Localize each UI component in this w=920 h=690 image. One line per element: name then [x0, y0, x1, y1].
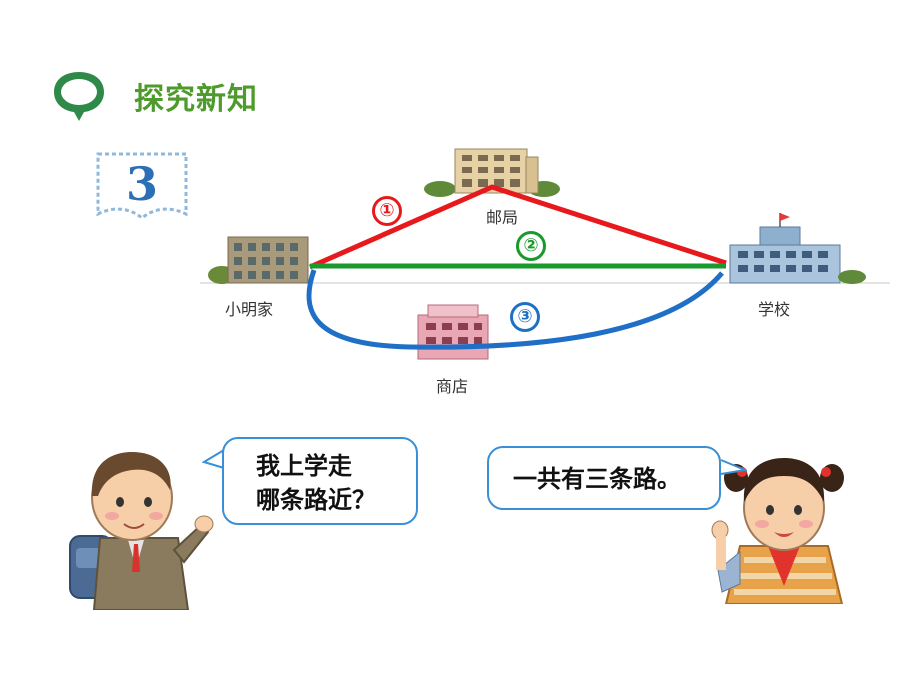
boy-character — [69, 452, 214, 610]
shop-label: 商店 — [436, 377, 469, 396]
boy-bubble-tail — [202, 449, 225, 469]
boy-speech-line-1: 我上学走 — [256, 452, 352, 480]
shop-building — [417, 304, 489, 360]
route-2-marker: ② — [516, 231, 546, 261]
route-map — [200, 148, 890, 360]
boy-speech-line-2: 哪条路近？ — [256, 486, 376, 514]
girl-bubble-tail — [720, 459, 747, 475]
school-label: 学校 — [758, 300, 791, 319]
girl-speech-bubble: 一共有三条路。 — [487, 446, 721, 510]
route-3-marker: ③ — [510, 302, 540, 332]
route-1-marker: ① — [372, 196, 402, 226]
home-building — [208, 236, 309, 284]
route-3-line — [306, 269, 724, 350]
problem-number-badge: 3 — [96, 152, 188, 220]
route-1-line — [308, 184, 727, 270]
post-office-building — [424, 148, 560, 197]
school-building — [729, 213, 866, 284]
section-title: 探究新知 — [134, 82, 258, 117]
boy-speech-bubble: 我上学走 哪条路近？ — [222, 437, 418, 525]
section-marker-icon — [54, 72, 104, 121]
problem-number: 3 — [126, 157, 158, 211]
home-label: 小明家 — [225, 300, 274, 319]
post-office-label: 邮局 — [486, 208, 519, 227]
girl-character — [711, 458, 844, 604]
